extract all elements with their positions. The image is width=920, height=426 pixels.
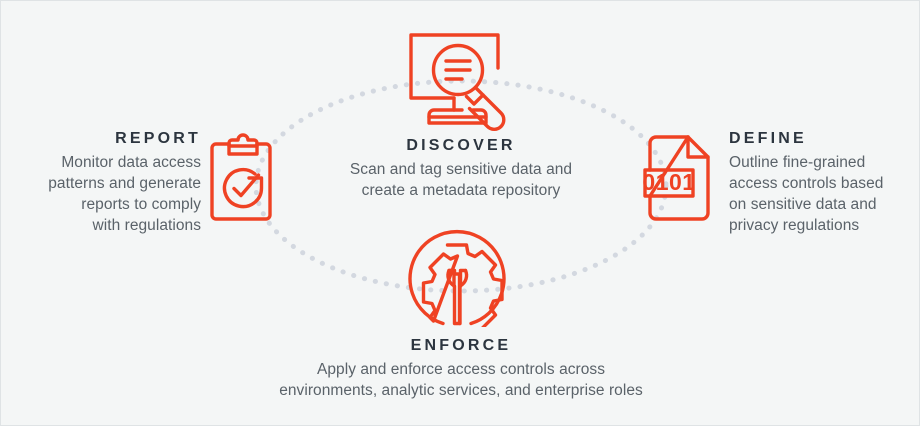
monitor-magnifier-icon (406, 31, 518, 136)
define-line-4: privacy regulations (729, 217, 860, 234)
enforce-heading: ENFORCE (410, 337, 512, 354)
report-line-3: reports to comply (81, 196, 201, 213)
define-line-2: access controls based (729, 175, 884, 192)
report-line-1: Monitor data access (61, 154, 201, 171)
enforce-line-1: Apply and enforce access controls across (316, 361, 606, 378)
discover-heading: DISCOVER (406, 137, 516, 154)
binary-document-icon: 0101 (641, 133, 721, 230)
discover-line-2: create a metadata repository (361, 182, 561, 199)
discover-text-block: DISCOVER Scan and tag sensitive data and… (311, 134, 611, 201)
report-line-4: with regulations (92, 217, 201, 234)
define-line-1: Outline fine-grained (729, 154, 866, 171)
define-heading: DEFINE (729, 130, 807, 147)
enforce-text-block: ENFORCE Apply and enforce access control… (236, 334, 686, 401)
define-icon-label: 0101 (642, 169, 695, 195)
enforce-line-2: environments, analytic services, and ent… (279, 382, 643, 399)
define-text-block: DEFINE Outline fine-grained access contr… (729, 127, 919, 236)
define-line-3: on sensitive data and (729, 196, 877, 213)
report-line-2: patterns and generate (48, 175, 201, 192)
clipboard-check-icon (206, 131, 280, 232)
report-text-block: REPORT Monitor data access patterns and … (11, 127, 201, 236)
gear-wrench-icon (408, 229, 506, 332)
report-heading: REPORT (115, 130, 201, 147)
discover-line-1: Scan and tag sensitive data and (349, 161, 573, 178)
